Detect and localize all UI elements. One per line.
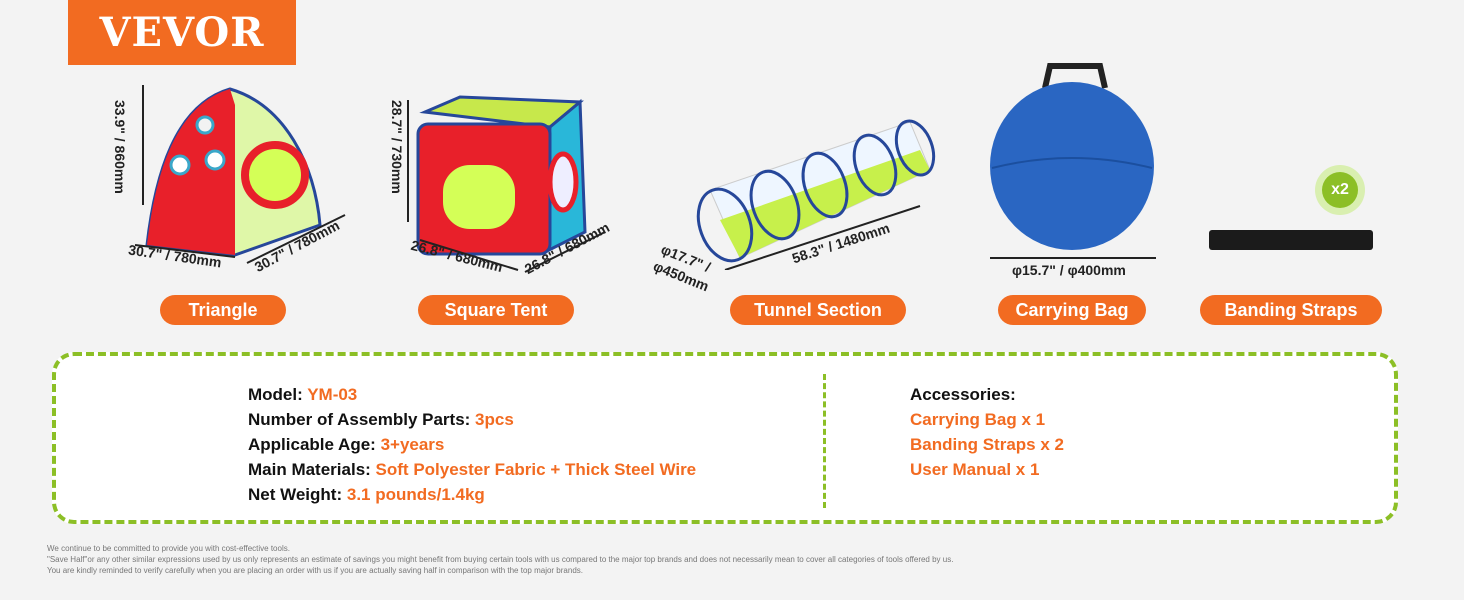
accessories-list: Accessories: Carrying Bag x 1 Banding St… (910, 382, 1064, 482)
quantity-badge: x2 (1315, 165, 1365, 215)
triangle-tent-image (135, 85, 346, 264)
square-tent-label: Square Tent (418, 295, 574, 325)
disclaimer-line: We continue to be committed to provide y… (47, 544, 290, 553)
banding-strap-image (1209, 230, 1373, 250)
triangle-label: Triangle (160, 295, 286, 325)
banding-straps-label: Banding Straps (1200, 295, 1382, 325)
disclaimer-line: You are kindly reminded to verify carefu… (47, 566, 583, 575)
square-tent-image (407, 95, 606, 273)
product-specs: Model: YM-03 Number of Assembly Parts: 3… (248, 382, 696, 507)
square-height-label: 28.7" / 730mm (389, 100, 405, 194)
disclaimer-line: "Save Half"or any other similar expressi… (47, 555, 954, 564)
accessory-item: Carrying Bag x 1 (910, 410, 1046, 429)
accessory-item: User Manual x 1 (910, 460, 1040, 479)
spec-weight: Net Weight: 3.1 pounds/1.4kg (248, 485, 485, 504)
specifications-panel: Model: YM-03 Number of Assembly Parts: 3… (52, 352, 1398, 524)
carrying-bag-image (990, 63, 1156, 259)
spec-parts: Number of Assembly Parts: 3pcs (248, 410, 514, 429)
carrying-bag-label: Carrying Bag (998, 295, 1146, 325)
quantity-badge-text: x2 (1322, 172, 1358, 208)
vevor-logo: VEVOR (68, 0, 296, 65)
disclaimer: We continue to be committed to provide y… (47, 543, 953, 576)
triangle-height-label: 33.9" / 860mm (112, 100, 128, 194)
spec-materials: Main Materials: Soft Polyester Fabric + … (248, 460, 697, 479)
spec-age: Applicable Age: 3+years (248, 435, 445, 454)
accessories-title: Accessories: (910, 385, 1016, 404)
accessory-item: Banding Straps x 2 (910, 435, 1064, 454)
spec-model: Model: YM-03 (248, 385, 358, 404)
bag-diameter-label: φ15.7" / φ400mm (1012, 262, 1126, 278)
specs-divider (823, 374, 826, 508)
tunnel-image (696, 119, 936, 270)
tunnel-section-label: Tunnel Section (730, 295, 906, 325)
